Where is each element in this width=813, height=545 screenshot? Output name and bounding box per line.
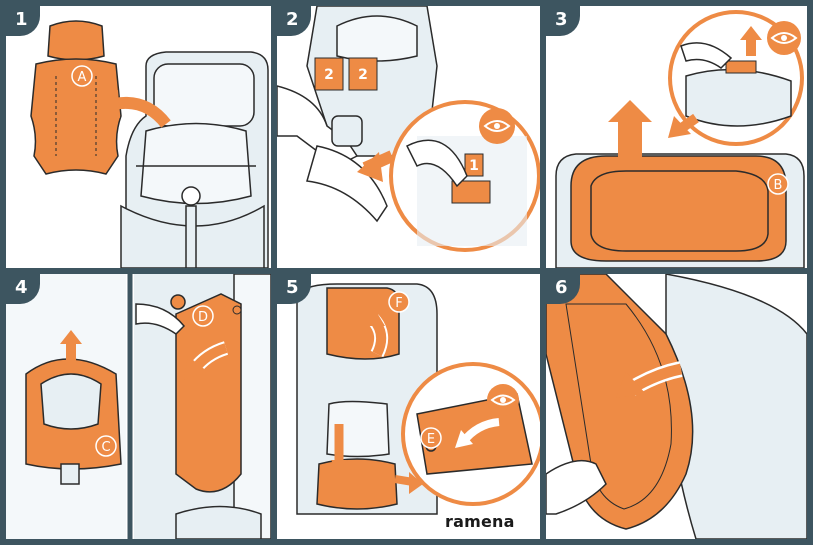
panel-step-1: A 1 [6,6,271,268]
part-label-2b: 2 [358,67,368,83]
panel-step-5: F E 5 [277,274,540,539]
part-label-2a: 2 [324,67,334,83]
part-label-d: D [198,310,208,325]
illustration-release-harness: 2 2 1 [277,6,540,268]
illustration-remove-headrest-cover: B [546,6,807,268]
part-label-f: F [395,296,402,311]
illustration-remove-side-wing [546,274,807,539]
illustration-remove-cover: A [6,6,271,268]
illustration-remove-shoulder-pads: C D [6,274,271,539]
part-label-e: E [427,432,435,447]
part-label-c: C [101,440,110,455]
panel-step-2: 2 2 1 2 [277,6,540,268]
arrow-icon [608,100,652,122]
panel-step-3: B 3 [546,6,807,268]
panel-step-4: C D 4 [6,274,271,539]
part-label-b: B [774,178,783,193]
part-label-1: 1 [469,158,479,174]
part-label-a: A [78,70,87,85]
illustration-remove-seat-cover: F E [277,274,540,539]
panel-step-6: 6 [546,274,807,539]
brand-logo: ramena [445,512,515,531]
